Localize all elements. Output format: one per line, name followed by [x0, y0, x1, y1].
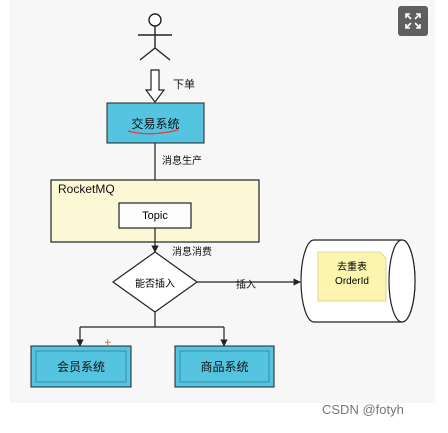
- expand-icon: [405, 13, 421, 29]
- insert-label: 插入: [236, 280, 256, 291]
- order-id-label: OrderId: [335, 275, 369, 287]
- order-arrow: [144, 69, 166, 103]
- actor-icon: [138, 13, 172, 61]
- goods-system-box: [174, 345, 275, 388]
- consume-label: 消息消费: [172, 247, 212, 258]
- red-mark: +: [104, 338, 112, 348]
- dedup-note: [317, 251, 387, 302]
- decision-label: 能否插入: [135, 278, 175, 290]
- member-system-label: 会员系统: [56, 360, 105, 374]
- topic-label: Topic: [142, 209, 168, 222]
- csdn-watermark: CSDN @fotyh: [322, 402, 404, 417]
- red-underline: [127, 129, 179, 135]
- goods-system-label: 商品系统: [200, 360, 249, 374]
- order-label: 下单: [173, 78, 195, 91]
- trade-system-box: [106, 102, 205, 144]
- trade-system-label: 交易系统: [131, 116, 180, 131]
- produce-label: 消息生产: [162, 156, 202, 167]
- rocketmq-title: RocketMQ: [58, 182, 115, 196]
- member-system-box: [30, 345, 132, 388]
- dedup-table-label: 去重表: [337, 261, 367, 273]
- expand-button[interactable]: [398, 6, 428, 36]
